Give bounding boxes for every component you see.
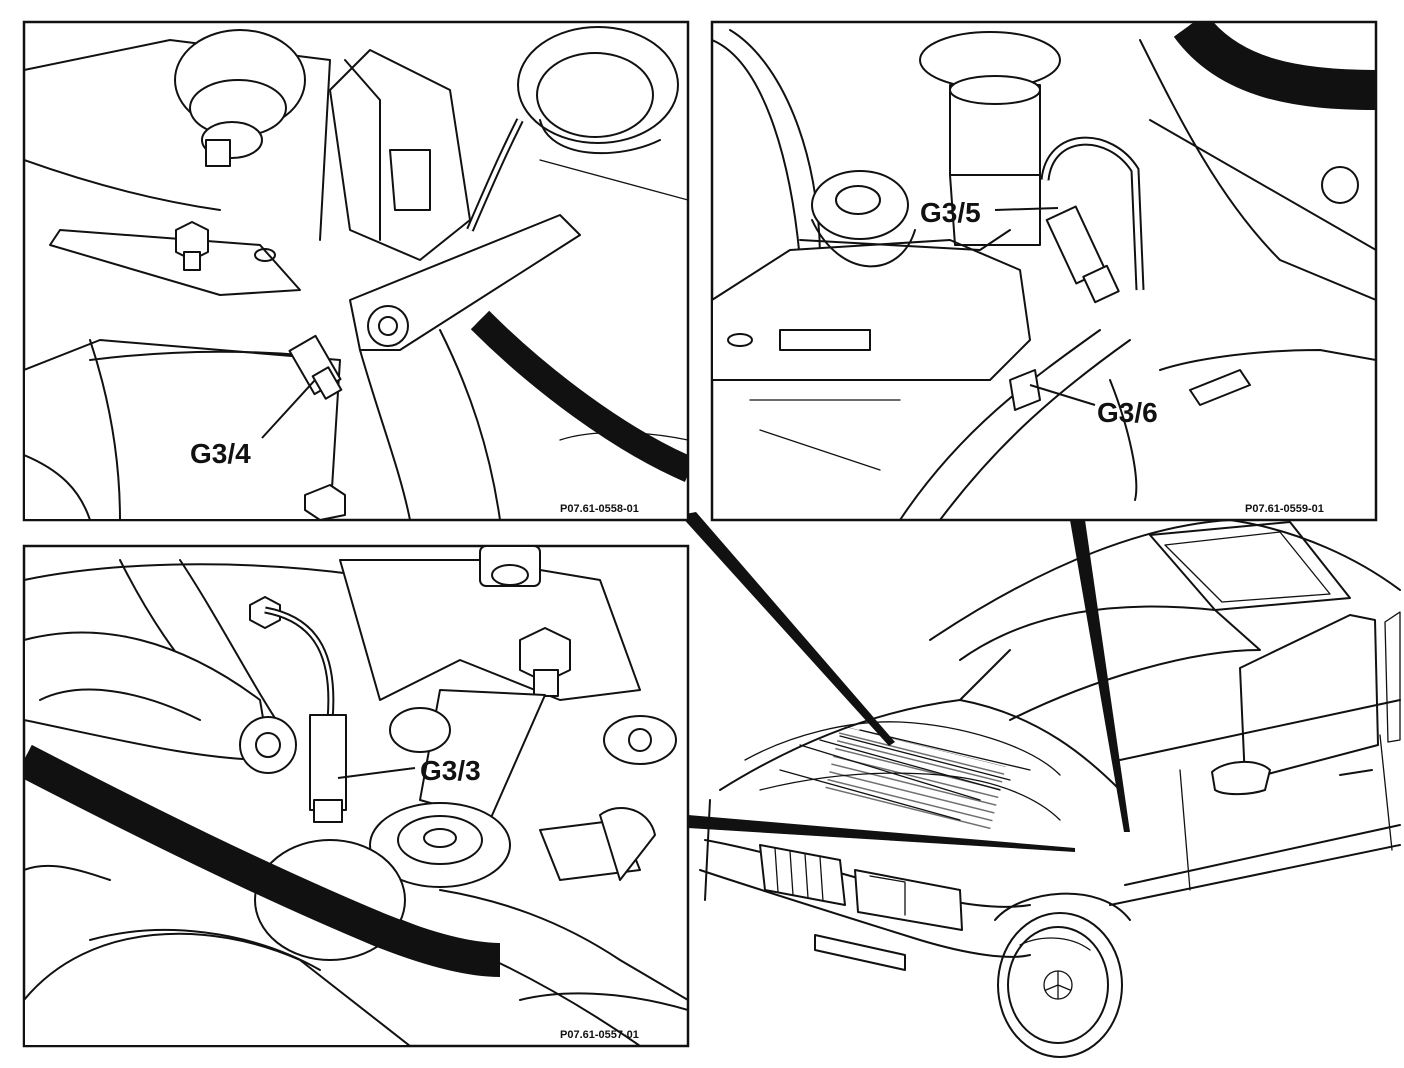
panel-g3-3: G3/3 P07.61-0557-01	[22, 544, 690, 1048]
panel-g3-5-g3-6: G3/5 G3/6 P07.61-0559-01	[710, 20, 1378, 522]
callout-g3-6: G3/6	[1097, 397, 1158, 428]
figure-ref-bottom-left: P07.61-0557-01	[560, 1029, 639, 1041]
pointer-lines	[680, 512, 1130, 852]
car-overview	[699, 519, 1401, 1058]
panel-g3-4: G3/4 P07.61-0558-01	[22, 20, 690, 522]
figure-ref-top-right: P07.61-0559-01	[1245, 503, 1324, 515]
figure-ref-top-left: P07.61-0558-01	[560, 503, 639, 515]
callout-g3-3: G3/3	[420, 755, 481, 786]
callout-g3-4: G3/4	[190, 438, 251, 469]
callout-g3-5: G3/5	[920, 197, 981, 228]
